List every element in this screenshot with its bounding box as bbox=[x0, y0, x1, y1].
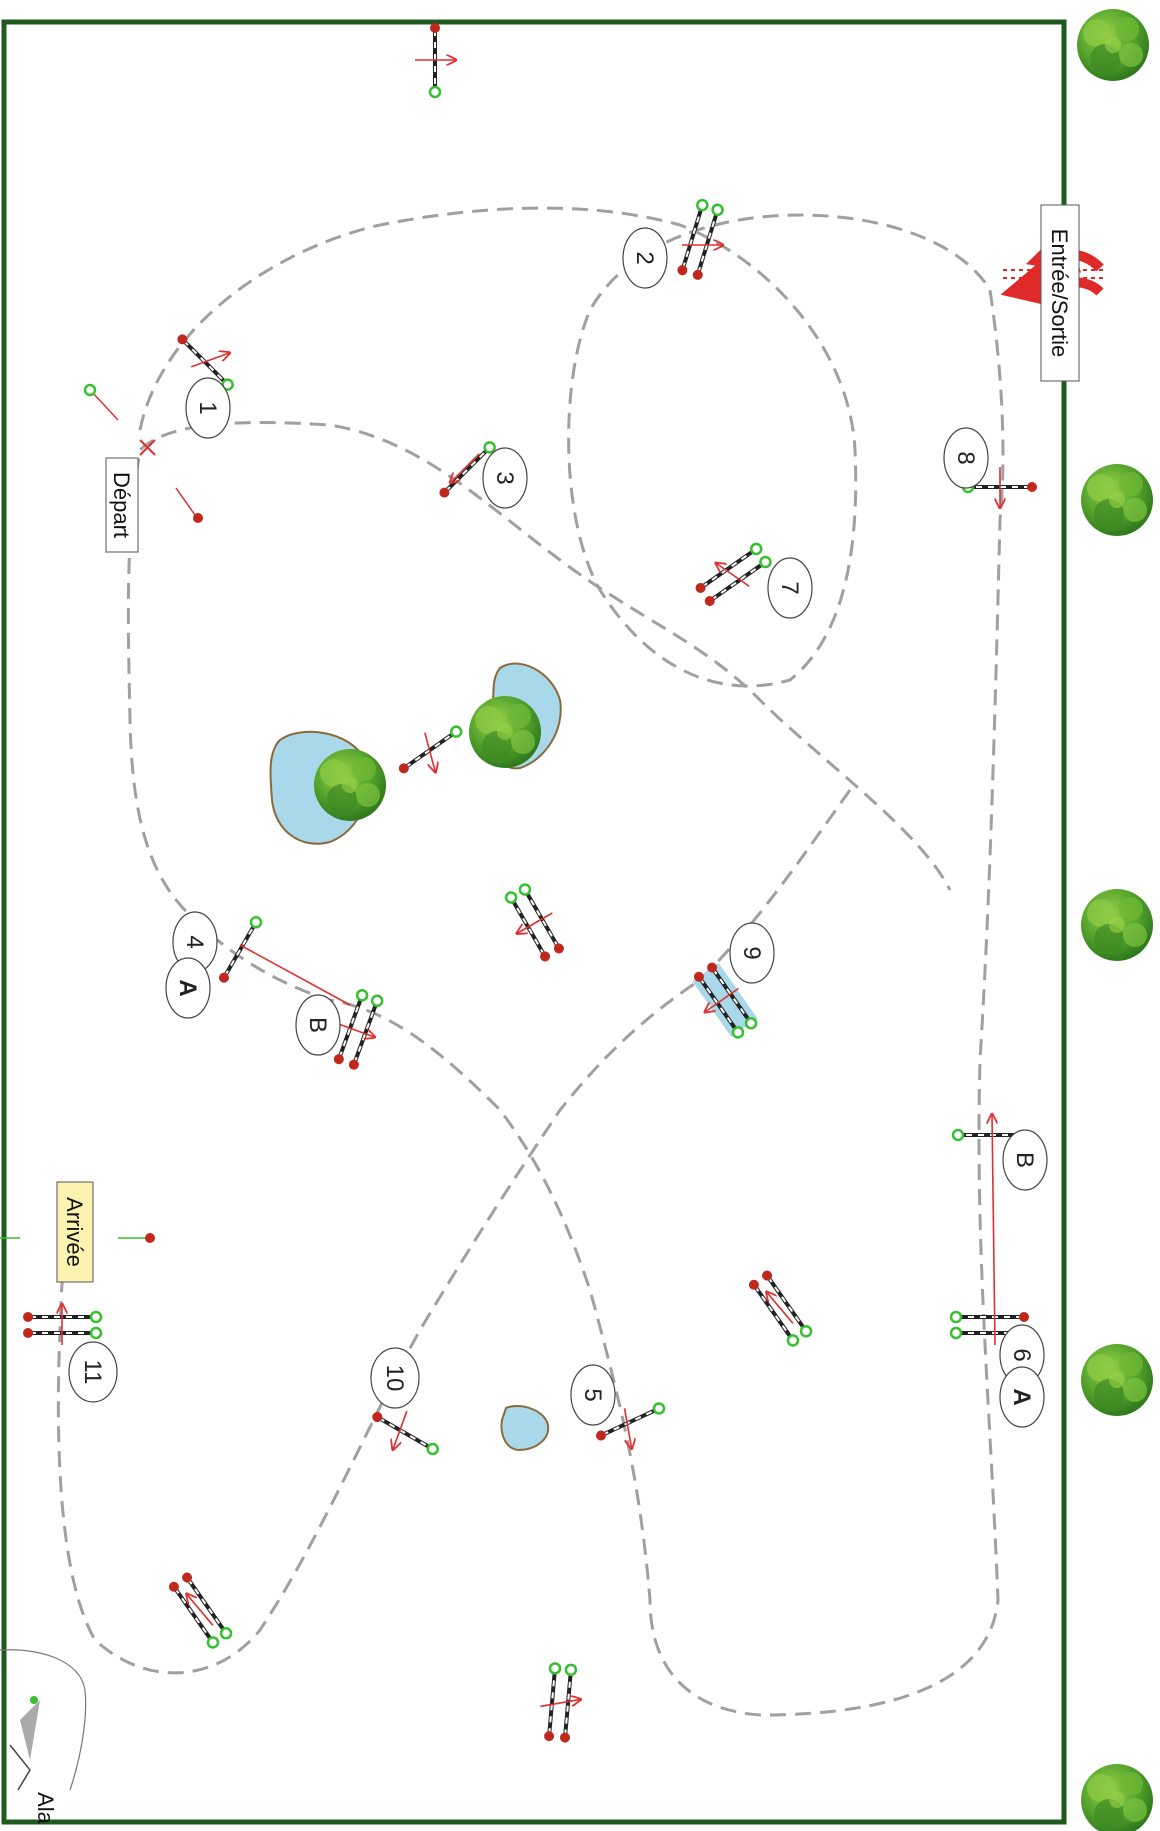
label-number-11: 11 bbox=[68, 1341, 118, 1403]
entrance-exit-label: Entrée/Sortie bbox=[1040, 204, 1080, 382]
label-number-9: 9 bbox=[729, 922, 775, 984]
label-number-1: 1 bbox=[185, 377, 231, 439]
tree-icon bbox=[1081, 1344, 1153, 1416]
svg-text:B: B bbox=[1011, 1152, 1038, 1168]
arena-border bbox=[1, 19, 1067, 1825]
svg-text:A: A bbox=[1008, 1388, 1035, 1405]
label-number-2: 2 bbox=[622, 227, 668, 289]
label-sub-4b: B bbox=[295, 994, 341, 1056]
svg-text:9: 9 bbox=[738, 946, 765, 959]
finish-label: Arrivée bbox=[56, 1181, 94, 1283]
svg-text:Ala: Ala bbox=[33, 1792, 58, 1825]
svg-text:10: 10 bbox=[381, 1365, 408, 1392]
label-number-6: 6 bbox=[999, 1324, 1045, 1386]
label-sub-6a: A bbox=[999, 1366, 1045, 1428]
svg-text:7: 7 bbox=[776, 581, 803, 594]
start-label: Départ bbox=[105, 457, 139, 553]
pond-icon bbox=[500, 1405, 550, 1452]
svg-text:1: 1 bbox=[194, 401, 221, 414]
course-route bbox=[56, 206, 1005, 1717]
svg-text:11: 11 bbox=[79, 1360, 106, 1385]
author-logo bbox=[0, 1649, 87, 1791]
label-number-3: 3 bbox=[482, 447, 528, 509]
label-number-5: 5 bbox=[570, 1364, 616, 1426]
svg-text:5: 5 bbox=[579, 1388, 606, 1401]
svg-text:Départ: Départ bbox=[109, 472, 134, 538]
finish-line bbox=[0, 1233, 155, 1243]
svg-text:B: B bbox=[304, 1017, 331, 1033]
label-number-10: 10 bbox=[370, 1347, 420, 1409]
tree-icon bbox=[314, 749, 386, 821]
tree-icon bbox=[1077, 9, 1149, 81]
tree-icon bbox=[1081, 1764, 1153, 1831]
jump-9 bbox=[689, 958, 761, 1042]
svg-text:Arrivée: Arrivée bbox=[62, 1197, 87, 1267]
tree-icon bbox=[469, 696, 541, 768]
jump-4a bbox=[215, 913, 351, 1006]
tree-icon bbox=[1081, 889, 1153, 961]
label-number-7: 7 bbox=[767, 557, 813, 619]
jump-6b bbox=[951, 1115, 1029, 1346]
start-line bbox=[83, 383, 203, 523]
author-name: Ala bbox=[33, 1792, 58, 1825]
svg-text:8: 8 bbox=[952, 451, 979, 464]
svg-text:2: 2 bbox=[631, 251, 658, 264]
label-number-4: 4 bbox=[172, 911, 218, 973]
tree-icon bbox=[1081, 464, 1153, 536]
label-number-8: 8 bbox=[943, 427, 989, 489]
svg-text:A: A bbox=[174, 979, 201, 996]
svg-text:Entrée/Sortie: Entrée/Sortie bbox=[1047, 229, 1072, 357]
label-sub-6b: B bbox=[1002, 1129, 1048, 1191]
svg-text:4: 4 bbox=[181, 935, 208, 948]
svg-text:3: 3 bbox=[491, 471, 518, 484]
label-sub-4a: A bbox=[165, 957, 211, 1019]
svg-text:6: 6 bbox=[1008, 1348, 1035, 1361]
